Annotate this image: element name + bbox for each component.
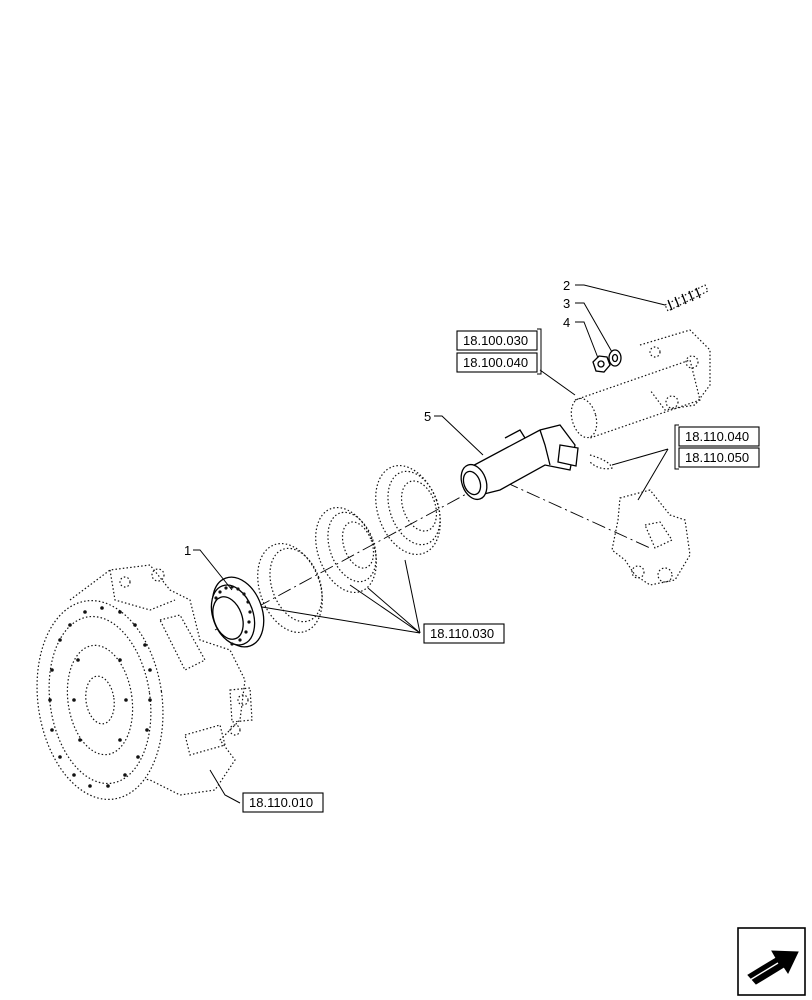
release-fork (589, 454, 691, 586)
ref-label: 18.110.010 (249, 795, 313, 810)
ref-18-110-050[interactable]: 18.110.050 (678, 447, 760, 468)
ref-18-110-040[interactable]: 18.110.040 (678, 426, 760, 447)
callout-item-4: 4 (563, 315, 570, 330)
ref-18-100-040[interactable]: 18.100.040 (456, 352, 538, 373)
ref-label: 18.110.040 (685, 429, 749, 444)
stud-part-2 (664, 284, 709, 312)
callout-item-5: 5 (424, 409, 431, 424)
nut-part-4 (592, 355, 611, 373)
ref-label: 18.110.050 (685, 450, 749, 465)
ref-18-110-030[interactable]: 18.110.030 (423, 623, 505, 644)
leader-lines (193, 284, 669, 804)
callout-item-1: 1 (184, 543, 191, 558)
assembly-axis (214, 481, 651, 631)
ref-18-110-010[interactable]: 18.110.010 (242, 792, 324, 813)
guide-sleeve-part-5 (460, 424, 579, 501)
bracket-18-110 (674, 424, 679, 470)
previous-page-arrow-icon[interactable] (737, 927, 806, 996)
ref-label: 18.100.040 (463, 355, 528, 370)
ref-label: 18.100.030 (463, 333, 528, 348)
callout-item-2: 2 (563, 278, 570, 293)
ref-label: 18.110.030 (430, 626, 494, 641)
callout-numbers: 1 2 3 4 5 (184, 278, 570, 558)
clutch-ring-group (257, 464, 441, 634)
bracket-18-100 (537, 328, 542, 375)
ref-18-100-030[interactable]: 18.100.030 (456, 330, 538, 351)
clutch-housing (36, 564, 253, 801)
callout-item-3: 3 (563, 296, 570, 311)
washer-part-3 (608, 349, 622, 367)
bearing-part-1 (210, 576, 265, 648)
cylinder-housing (570, 329, 711, 439)
